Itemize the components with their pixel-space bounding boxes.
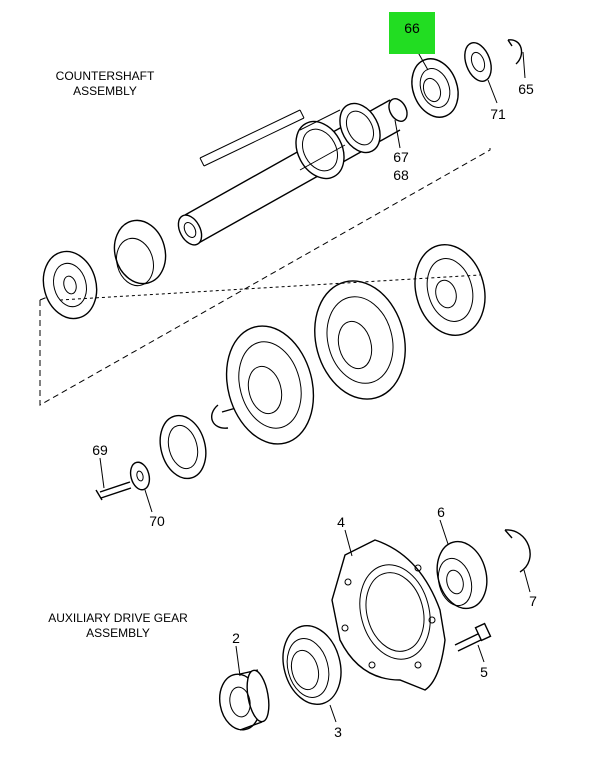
aux-drive-label-line1: AUXILIARY DRIVE GEAR: [48, 611, 188, 625]
callout-3[interactable]: 3: [334, 724, 342, 740]
aux-drive-drawing: [219, 529, 531, 731]
callout-numbers: 66 65 71 67 68 69 70 4 6 7 2 5 3: [92, 20, 537, 740]
countershaft-label-line2: ASSEMBLY: [73, 84, 137, 98]
callout-69[interactable]: 69: [92, 442, 108, 458]
aux-drive-assembly-label: AUXILIARY DRIVE GEAR ASSEMBLY: [48, 611, 188, 640]
callout-68[interactable]: 68: [393, 167, 409, 183]
countershaft-drawing: [39, 39, 523, 501]
callout-70[interactable]: 70: [149, 513, 165, 529]
callout-6[interactable]: 6: [437, 504, 445, 520]
callout-4[interactable]: 4: [337, 514, 345, 530]
callout-65[interactable]: 65: [518, 81, 534, 97]
callout-67[interactable]: 67: [393, 149, 409, 165]
callout-2[interactable]: 2: [232, 630, 240, 646]
highlight-box-66[interactable]: [389, 12, 435, 54]
callout-7[interactable]: 7: [529, 593, 537, 609]
countershaft-label-line1: COUNTERSHAFT: [56, 69, 155, 83]
aux-drive-label-line2: ASSEMBLY: [86, 626, 150, 640]
callout-66[interactable]: 66: [404, 20, 420, 36]
callout-71[interactable]: 71: [490, 106, 506, 122]
callout-5[interactable]: 5: [480, 664, 488, 680]
countershaft-assembly-label: COUNTERSHAFT ASSEMBLY: [56, 69, 155, 98]
